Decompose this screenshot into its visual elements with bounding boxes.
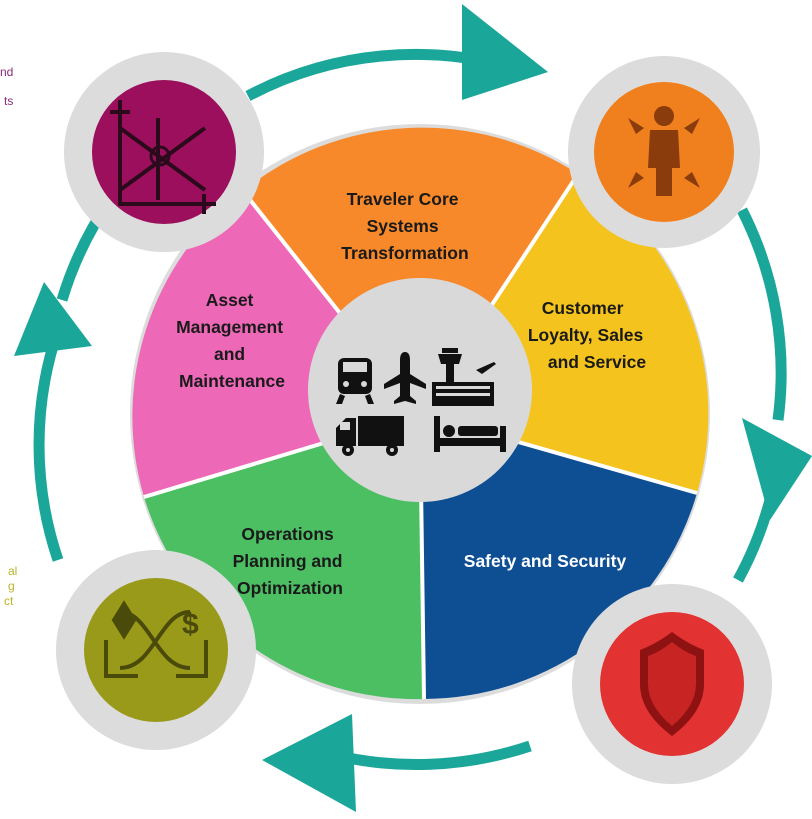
label-operations: Operations Planning and Optimization — [233, 524, 348, 598]
shield-icon — [640, 632, 704, 736]
cycle-arc-left — [33, 328, 64, 562]
label-traveler: Traveler Core Systems Transformation — [341, 189, 468, 263]
label-customer: Customer Loyalty, Sales and Service — [528, 298, 648, 372]
truck-icon — [336, 416, 404, 456]
node-top-right — [568, 56, 760, 248]
segment-traveler — [243, 127, 578, 415]
airplane-icon — [384, 352, 426, 404]
money-exchange-icon: $ — [104, 600, 208, 678]
hotel-bed-icon — [434, 416, 506, 452]
node-bottom-right — [572, 584, 772, 784]
arrowhead-bottom — [262, 714, 356, 812]
cycle-arc-right-lower — [733, 498, 776, 583]
cycle-arrows — [14, 4, 812, 812]
arrowhead-top — [462, 4, 548, 100]
svg-text:$: $ — [182, 608, 199, 641]
edge-text-top-left: nd ts — [0, 65, 17, 108]
person-arrows-icon — [628, 106, 700, 196]
label-safety: Safety and Security — [464, 551, 627, 571]
cycle-arc-right — [737, 207, 787, 421]
airport-tower-icon — [432, 348, 496, 406]
segment-safety — [420, 414, 697, 699]
segment-operations — [144, 414, 424, 700]
node-top-left — [64, 52, 264, 252]
label-asset: Asset Management and Maintenance — [176, 290, 288, 391]
arrowhead-left — [14, 282, 92, 356]
node-bottom-left: $ — [56, 550, 256, 750]
cycle-arc-bottom — [328, 740, 532, 770]
arrowhead-right — [742, 418, 812, 520]
edge-text-mid-left: al g ct — [4, 564, 21, 608]
train-icon — [336, 358, 374, 404]
declining-chart-icon — [110, 100, 216, 214]
